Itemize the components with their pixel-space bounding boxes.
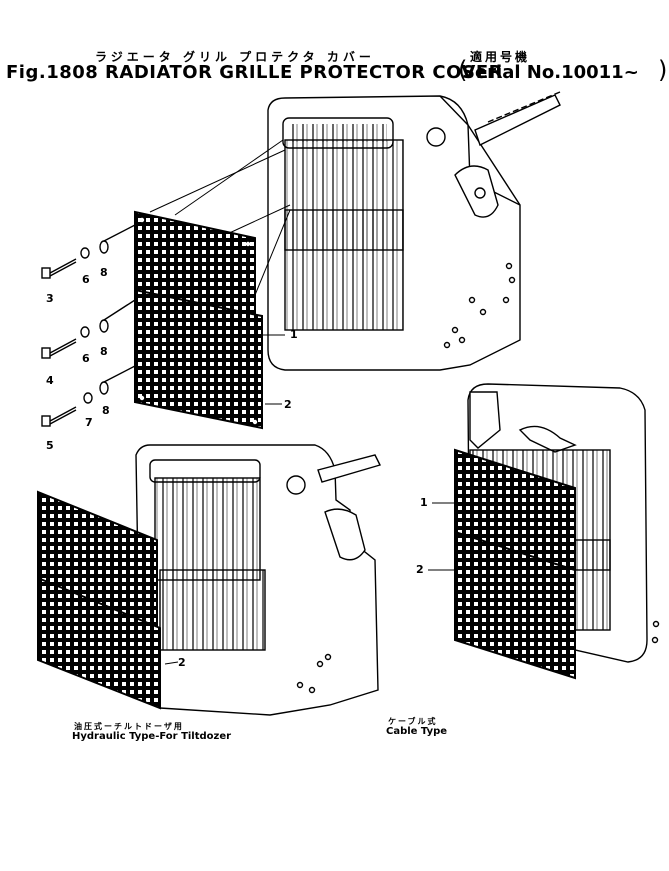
- callout-8c: 8: [102, 404, 110, 417]
- serial-label-japanese: 適用号機: [470, 50, 531, 64]
- main-bolts: [41, 224, 136, 427]
- hydraulic-caption: Hydraulic Type-For Tiltdozer: [72, 731, 232, 742]
- callout-8b: 8: [100, 345, 108, 358]
- serial-paren-close: ): [658, 56, 668, 84]
- main-radiator-housing: [267, 91, 561, 371]
- hydraulic-protector-panel-lower: [37, 576, 161, 710]
- callout-6a: 6: [82, 273, 90, 286]
- callout-1: 1: [290, 328, 298, 341]
- callout-7: 7: [85, 416, 93, 429]
- serial-number: Serial No.10011~: [462, 62, 639, 83]
- hydraulic-radiator-housing: [135, 444, 382, 716]
- callout-8a: 8: [100, 266, 108, 279]
- hydraulic-callout-2: 2: [178, 656, 186, 669]
- cable-callout-1: 1: [420, 496, 428, 509]
- callout-2: 2: [284, 398, 292, 411]
- cable-callout-2: 2: [416, 563, 424, 576]
- hydraulic-caption-japanese: 油圧式ーチルトドーザ用: [74, 722, 184, 731]
- cable-caption-japanese: ケーブル式: [388, 717, 438, 726]
- callout-6b: 6: [82, 352, 90, 365]
- main-callout-numbers: 1 2 3 4 5 6 6 7 8 8 8: [46, 266, 298, 452]
- callout-4: 4: [46, 374, 54, 387]
- main-protector-panel-lower: [134, 288, 263, 430]
- callout-5: 5: [46, 439, 54, 452]
- title-japanese: ラジエータ グリル プロテクタ カバー: [95, 50, 375, 64]
- callout-3: 3: [46, 292, 54, 305]
- serial-paren-open: (: [458, 56, 468, 84]
- cable-caption: Cable Type: [386, 726, 448, 737]
- figure-title: Fig.1808 RADIATOR GRILLE PROTECTOR COVER: [6, 62, 504, 83]
- cable-protector-panel-lower: [454, 530, 576, 680]
